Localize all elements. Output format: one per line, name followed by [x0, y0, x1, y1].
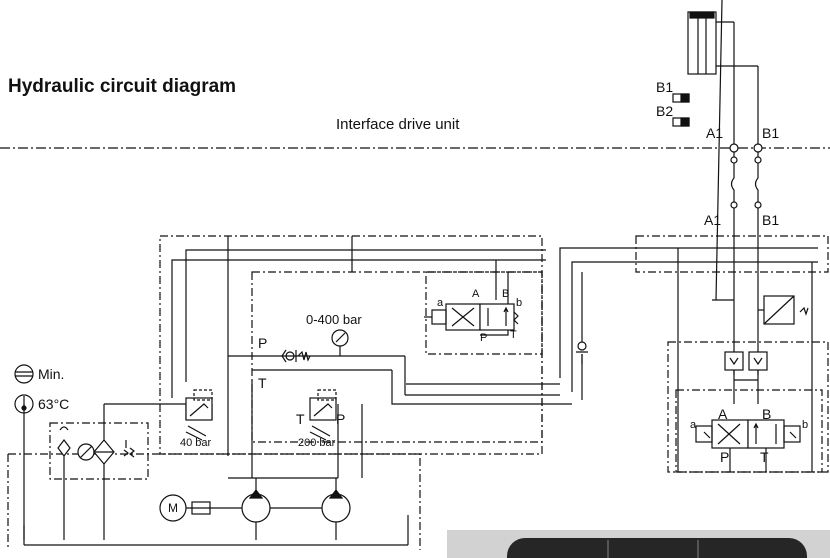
coupler-a1 — [729, 143, 739, 209]
sensor-b1 — [672, 93, 690, 103]
gauge-range-label: 0-400 bar — [306, 312, 362, 327]
valve-upper — [424, 303, 519, 331]
valve-lower-T: T — [760, 449, 769, 465]
interface-label: Interface drive unit — [336, 116, 460, 133]
sensor-b2-label: B2 — [656, 103, 674, 119]
port-a1-top: A1 — [706, 125, 724, 141]
pressure-gauge — [331, 329, 349, 356]
relief-valve-40bar — [185, 389, 213, 441]
relief-40-label: 40 bar — [180, 437, 212, 449]
valve-upper-b: b — [516, 297, 523, 309]
tank-level-label: Min. — [38, 366, 65, 382]
filter-block — [57, 426, 135, 465]
pressure-transducer — [715, 0, 809, 325]
motor-pumps — [159, 478, 351, 540]
port-b1-mid: B1 — [762, 212, 780, 228]
sensor-b2 — [672, 117, 690, 127]
page-title: Hydraulic circuit diagram — [8, 76, 237, 97]
valve-lower-P: P — [720, 449, 730, 465]
line-t-label: T — [258, 375, 267, 391]
valve-lower-b: b — [802, 419, 809, 431]
machine-photo — [447, 530, 830, 558]
check-valve-p — [281, 349, 311, 363]
valve-lower — [695, 419, 801, 472]
valve-upper-T: T — [510, 329, 517, 341]
photo-dark-band — [507, 538, 807, 558]
port-b1-top: B1 — [762, 125, 780, 141]
relief-valve-200bar — [309, 389, 337, 441]
relief-200-label: 200 bar — [298, 437, 336, 449]
valve-upper-P: P — [480, 332, 488, 344]
port-a1-mid: A1 — [704, 212, 722, 228]
valve-upper-A: A — [472, 288, 480, 300]
valve-lower-a: a — [690, 419, 697, 431]
valve-lower-A: A — [718, 406, 728, 422]
line-p2-label: P — [336, 411, 346, 427]
sensor-b1-label: B1 — [656, 79, 674, 95]
tank-indicators — [14, 364, 34, 414]
photo-seg — [607, 540, 609, 558]
line-t2-label: T — [296, 411, 305, 427]
coupler-b1 — [753, 143, 763, 209]
line-p-label: P — [258, 335, 268, 351]
tank-temp-label: 63°C — [38, 396, 70, 412]
photo-seg — [697, 540, 699, 558]
valve-lower-B: B — [762, 406, 772, 422]
valve-upper-B: B — [502, 288, 510, 300]
pipes — [23, 236, 818, 546]
check-valve-vertical — [576, 341, 588, 364]
motor-label: M — [168, 501, 178, 515]
pilot-checks — [724, 351, 768, 404]
cylinder — [687, 11, 759, 160]
valve-upper-a: a — [437, 297, 444, 309]
boundary-lines — [7, 235, 829, 550]
